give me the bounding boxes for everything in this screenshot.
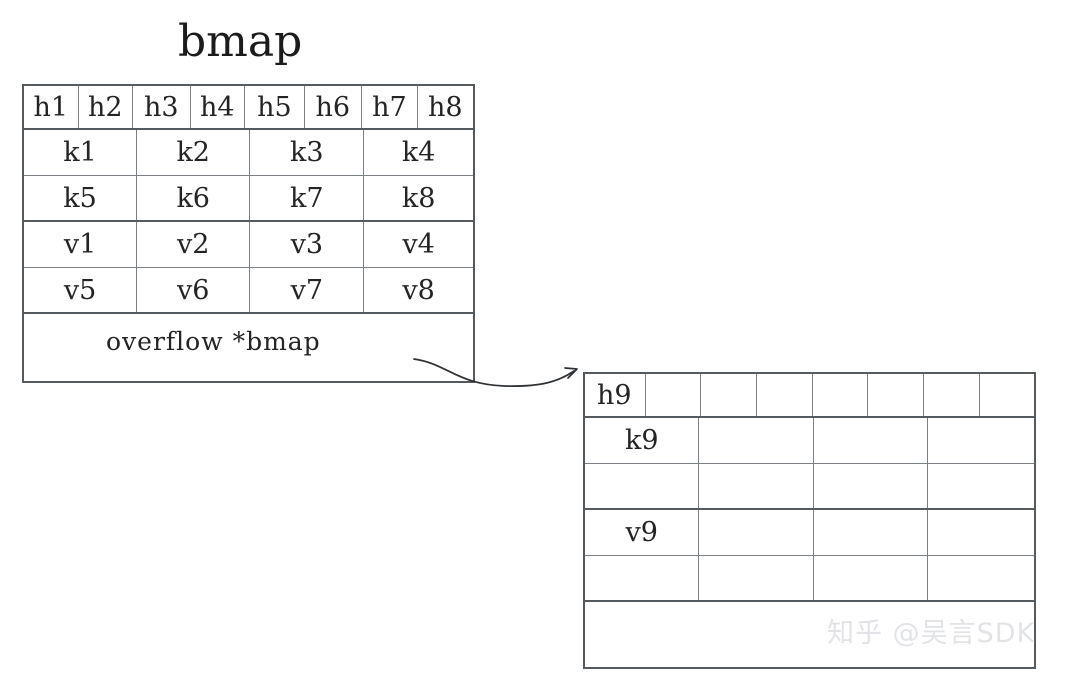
right-key-cell-0-0: k9 (585, 418, 700, 463)
left-value-cell-1-1: v6 (137, 268, 251, 312)
right-value-cell-0-0: v9 (585, 510, 700, 555)
left-value-cell-1-0: v5 (24, 268, 138, 312)
right-value-cell-1-2 (814, 556, 929, 600)
right-key-cell-1-1 (699, 464, 814, 508)
left-key-cell-1-0: k5 (24, 176, 138, 220)
right-hash-cell-4 (813, 374, 869, 416)
right-key-cell-1-3 (928, 464, 1034, 508)
right-value-cell-0-1 (699, 510, 814, 555)
right-hash-cell-1 (646, 374, 702, 416)
left-value-cell-0-2: v3 (250, 222, 365, 267)
left-key-cell-1-2: k7 (250, 176, 365, 220)
left-value-cell-0-0: v1 (24, 222, 138, 267)
left-key-row-0: k1 k2 k3 k4 (24, 130, 473, 176)
right-hash-cell-3 (757, 374, 813, 416)
left-key-cell-0-0: k1 (24, 130, 138, 175)
left-key-cell-0-2: k3 (250, 130, 365, 175)
overflow-bmap-pointer-label: overflow *bmap (106, 326, 321, 356)
left-value-row-1: v5 v6 v7 v8 (24, 268, 473, 314)
watermark: 知乎 @吴言SDK (827, 618, 1036, 649)
left-hash-cell-4: h5 (245, 86, 305, 128)
left-value-row-0: v1 v2 v3 v4 (24, 222, 473, 268)
right-key-cell-0-1 (699, 418, 814, 463)
left-value-cell-0-3: v4 (402, 229, 435, 260)
right-key-row-0: k9 (585, 418, 1034, 464)
right-hash-cell-5 (868, 374, 924, 416)
right-key-cell-1-2 (814, 464, 929, 508)
left-value-cell-1-3: v8 (402, 274, 435, 306)
left-hash-cell-7: h8 (428, 91, 463, 123)
right-value-cell-1-0 (585, 556, 700, 600)
right-hash-cell-2 (701, 374, 757, 416)
right-key-cell-1-0 (585, 464, 700, 508)
left-key-row-1: k5 k6 k7 k8 (24, 176, 473, 222)
left-hash-cell-0: h1 (24, 86, 79, 128)
left-hash-row: h1 h2 h3 h4 h5 h6 h7 h8 (24, 86, 473, 130)
right-value-cell-0-2 (814, 510, 929, 555)
right-hash-cell-7 (980, 374, 1034, 416)
right-key-row-1 (585, 464, 1034, 510)
right-value-cell-0-3 (928, 510, 1034, 555)
left-bmap-bucket: h1 h2 h3 h4 h5 h6 h7 h8 k1 k2 k3 k4 k5 k… (22, 84, 475, 383)
right-key-cell-0-2 (814, 418, 929, 463)
left-value-cell-1-2: v7 (250, 268, 365, 312)
left-hash-cell-3: h4 (191, 86, 246, 128)
left-key-cell-1-3: k8 (401, 182, 436, 214)
right-value-cell-1-1 (699, 556, 814, 600)
right-hash-cell-6 (924, 374, 980, 416)
left-hash-cell-5: h6 (305, 86, 363, 128)
right-value-row-1 (585, 556, 1034, 602)
right-value-cell-1-3 (928, 556, 1034, 600)
left-key-cell-0-3: k4 (401, 137, 436, 168)
left-hash-cell-2: h3 (133, 86, 191, 128)
page-title: bmap (178, 16, 303, 67)
left-overflow-row: overflow *bmap (24, 314, 473, 368)
right-value-row-0: v9 (585, 510, 1034, 556)
right-key-cell-0-3 (928, 418, 1034, 463)
right-hash-row: h9 (585, 374, 1034, 418)
right-hash-cell-0: h9 (585, 374, 646, 416)
left-value-cell-0-1: v2 (137, 222, 251, 267)
left-key-cell-1-1: k6 (137, 176, 251, 220)
left-hash-cell-6: h7 (362, 86, 418, 128)
right-overflow-bucket: h9 k9 v9 (583, 372, 1036, 669)
left-key-cell-0-1: k2 (137, 130, 251, 175)
left-hash-cell-1: h2 (79, 86, 134, 128)
